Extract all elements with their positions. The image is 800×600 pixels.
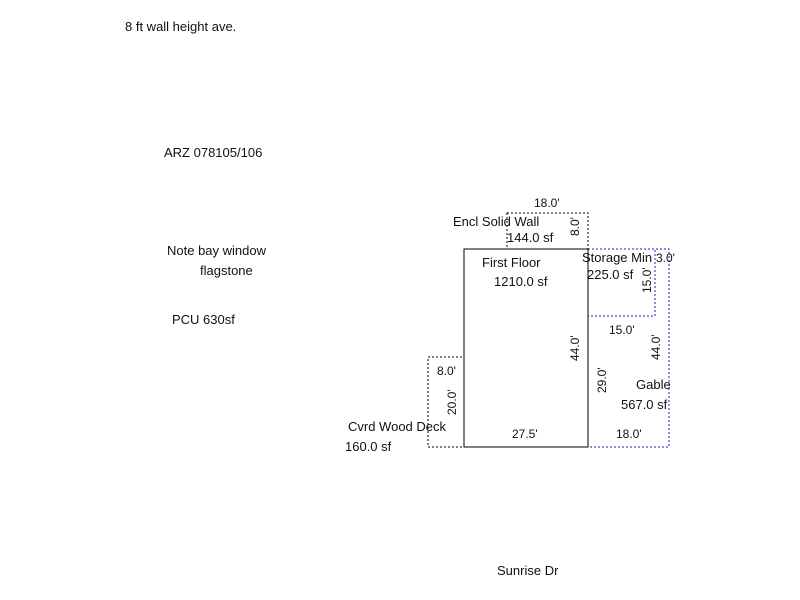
gable-depth-dim: 44.0'	[649, 334, 663, 360]
street-name: Sunrise Dr	[497, 563, 559, 578]
storage-width-dim: 15.0'	[609, 323, 635, 337]
pcu-note: PCU 630sf	[172, 312, 235, 327]
encl-depth-dim: 8.0'	[568, 217, 582, 236]
wall-height-note: 8 ft wall height ave.	[125, 19, 237, 34]
first-floor-area: 1210.0 sf	[494, 274, 548, 289]
flagstone-note: flagstone	[200, 263, 253, 278]
encl-solid-wall-label: Encl Solid Wall	[453, 214, 539, 229]
deck-width-dim: 8.0'	[437, 364, 456, 378]
storage-depth-dim: 15.0'	[640, 267, 654, 293]
storage-min-outline	[588, 248, 656, 317]
storage-min-area: 225.0 sf	[587, 267, 634, 282]
first-floor-width-dim: 27.5'	[512, 427, 538, 441]
encl-solid-wall-area: 144.0 sf	[507, 230, 554, 245]
cvrd-wood-deck-area: 160.0 sf	[345, 439, 392, 454]
first-floor-outline	[463, 248, 589, 448]
first-floor-label: First Floor	[482, 255, 541, 270]
gable-area: 567.0 sf	[621, 397, 668, 412]
gable-width-dim: 18.0'	[616, 427, 642, 441]
gable-inner-depth-dim: 29.0'	[595, 367, 609, 393]
deck-depth-dim: 20.0'	[445, 389, 459, 415]
parcel-number: ARZ 078105/106	[164, 145, 263, 160]
gable-label: Gable	[636, 377, 671, 392]
cvrd-wood-deck-label: Cvrd Wood Deck	[348, 419, 447, 434]
first-floor-depth-dim: 44.0'	[568, 335, 582, 361]
bay-window-note: Note bay window	[167, 243, 266, 258]
storage-min-label: Storage Min	[582, 250, 652, 265]
storage-jog-dim: 3.0'	[656, 251, 675, 265]
encl-width-dim: 18.0'	[534, 196, 560, 210]
